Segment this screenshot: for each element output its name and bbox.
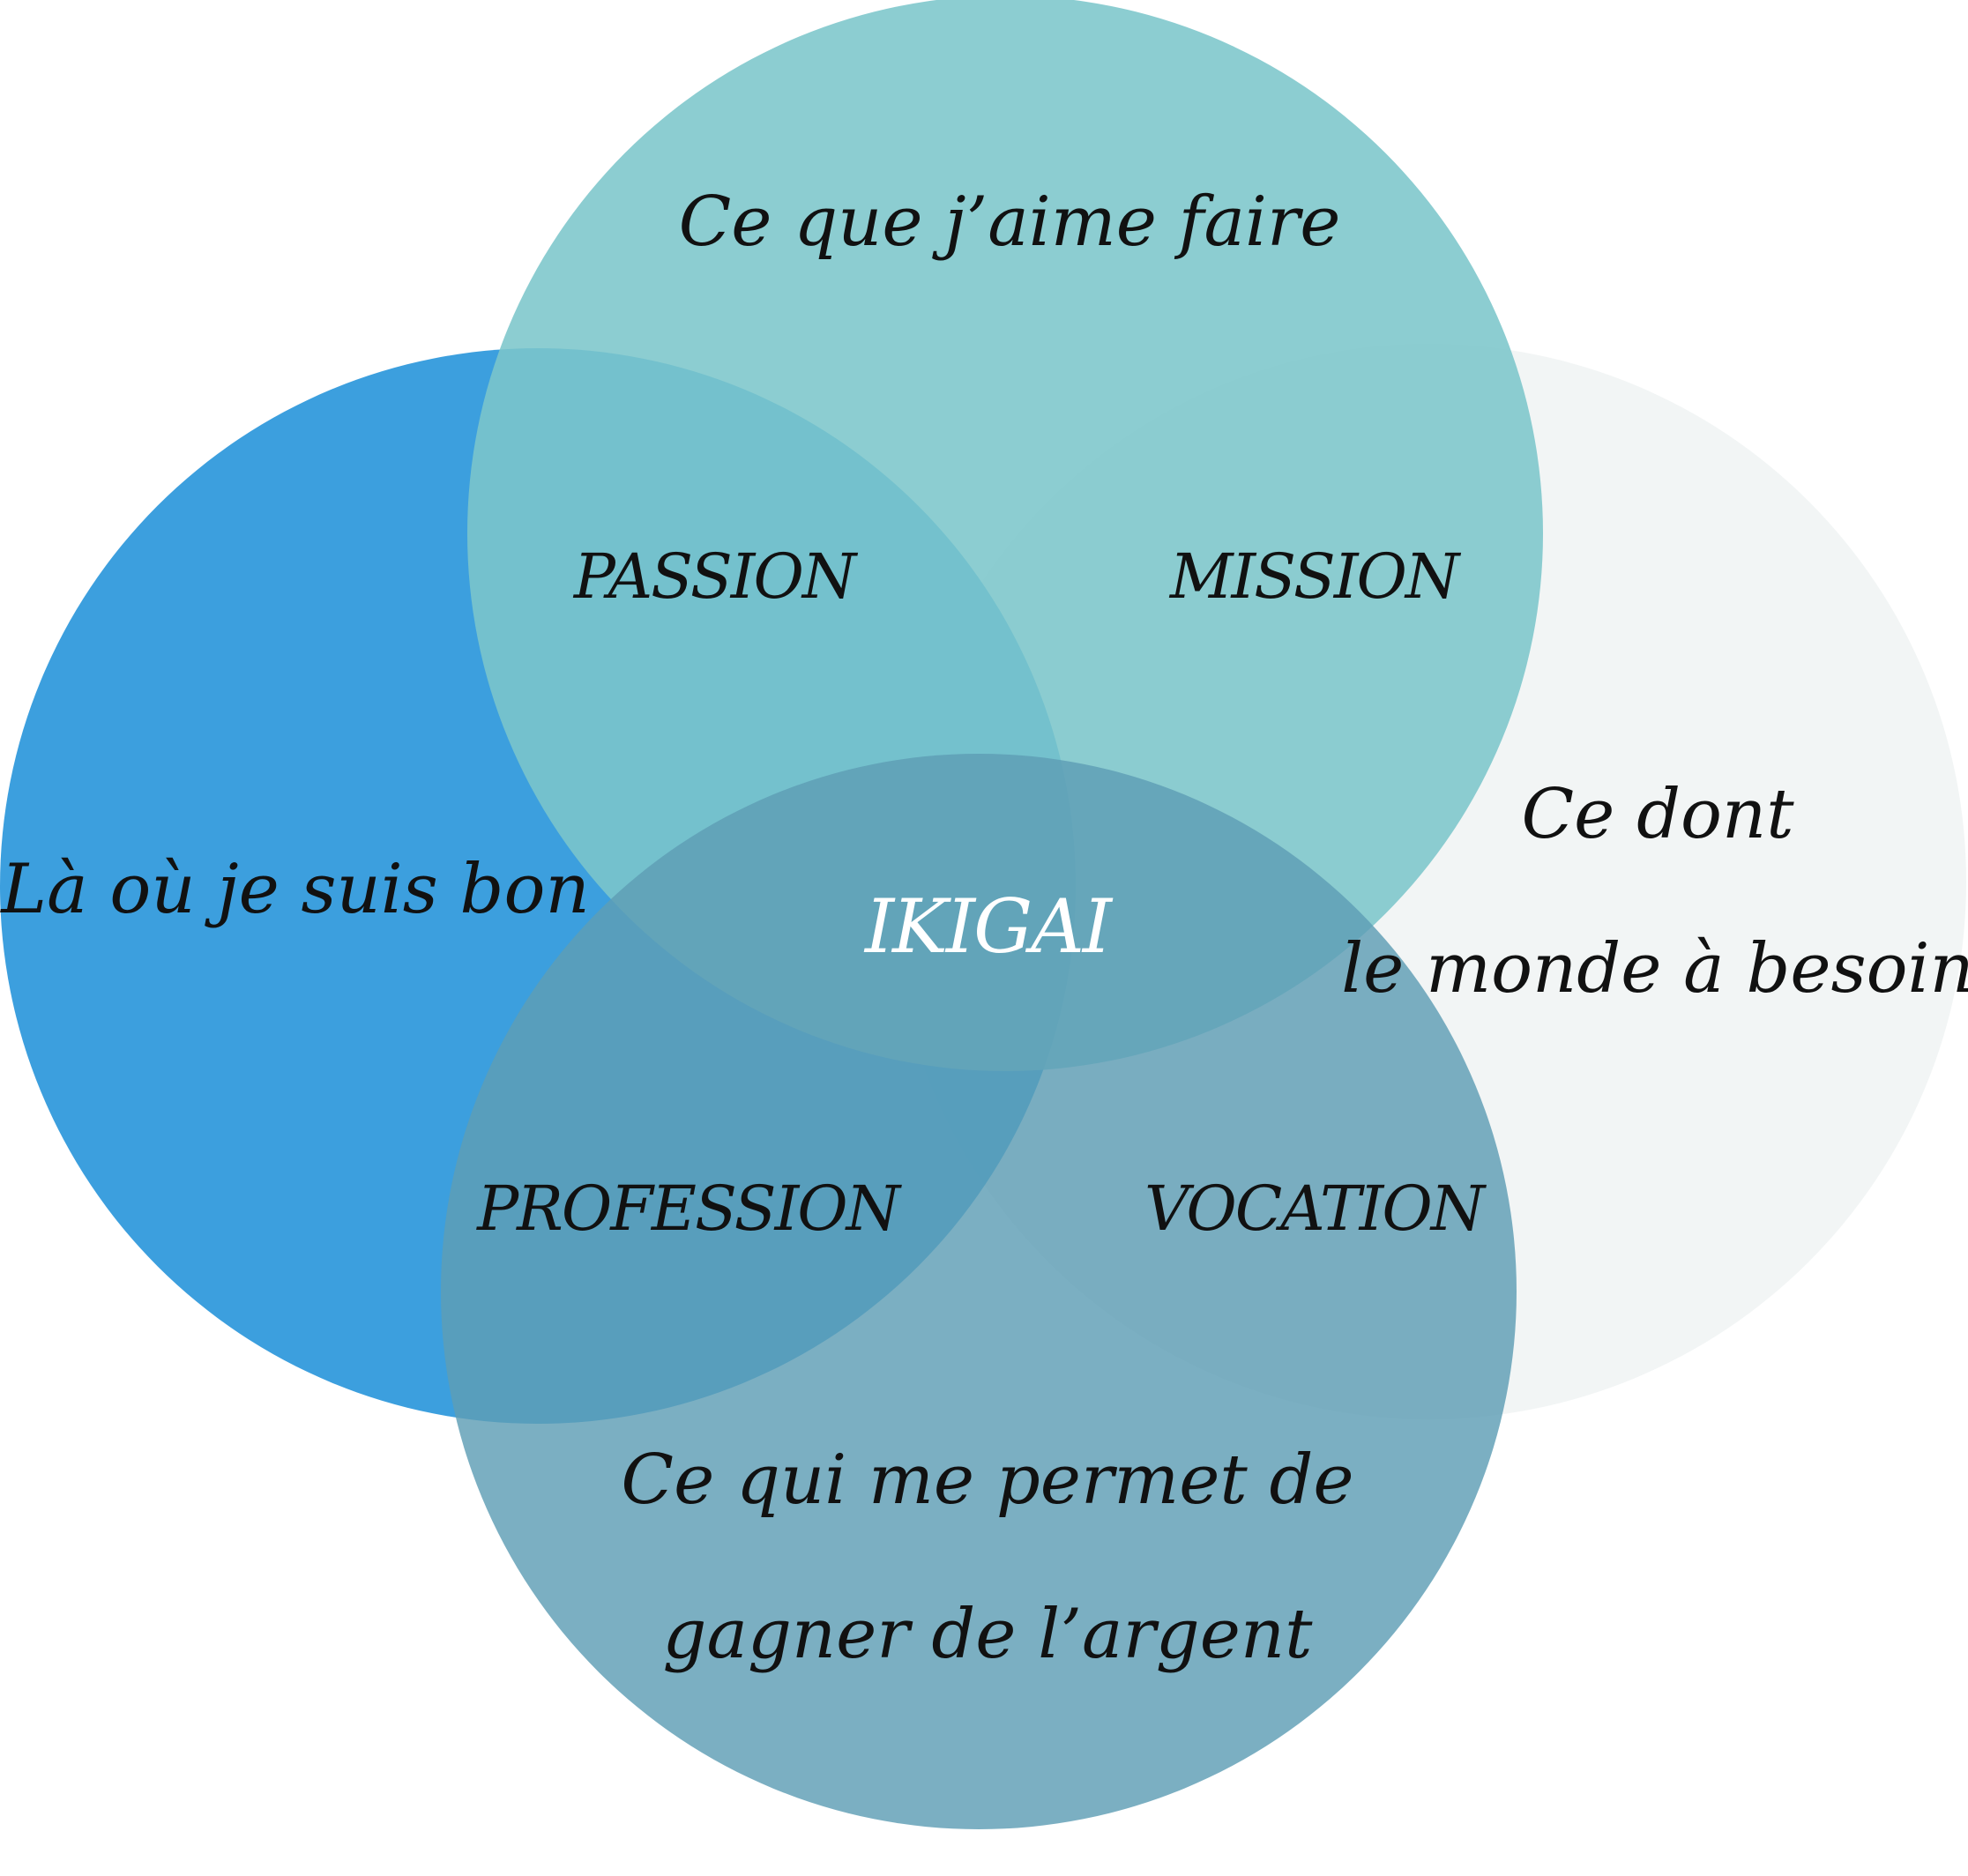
label-passion: PASSION — [572, 540, 859, 613]
label-paid-for-line2: gagner de l’argent — [663, 1595, 1314, 1674]
label-good-at: Là où je suis bon — [0, 850, 590, 929]
label-mission: MISSION — [1168, 540, 1462, 613]
label-love: Ce que j’aime faire — [679, 182, 1341, 262]
circle-paid-for — [441, 754, 1517, 1829]
label-vocation: VOCATION — [1144, 1172, 1487, 1245]
label-paid-for-line1: Ce qui me permet de — [621, 1440, 1353, 1520]
label-world-needs-line2: le monde à besoin — [1341, 929, 1968, 1009]
circle-love — [467, 0, 1543, 1071]
label-ikigai: IKIGAI — [863, 883, 1114, 970]
label-profession: PROFESSION — [475, 1172, 903, 1245]
label-world-needs-line1: Ce dont — [1521, 775, 1794, 854]
